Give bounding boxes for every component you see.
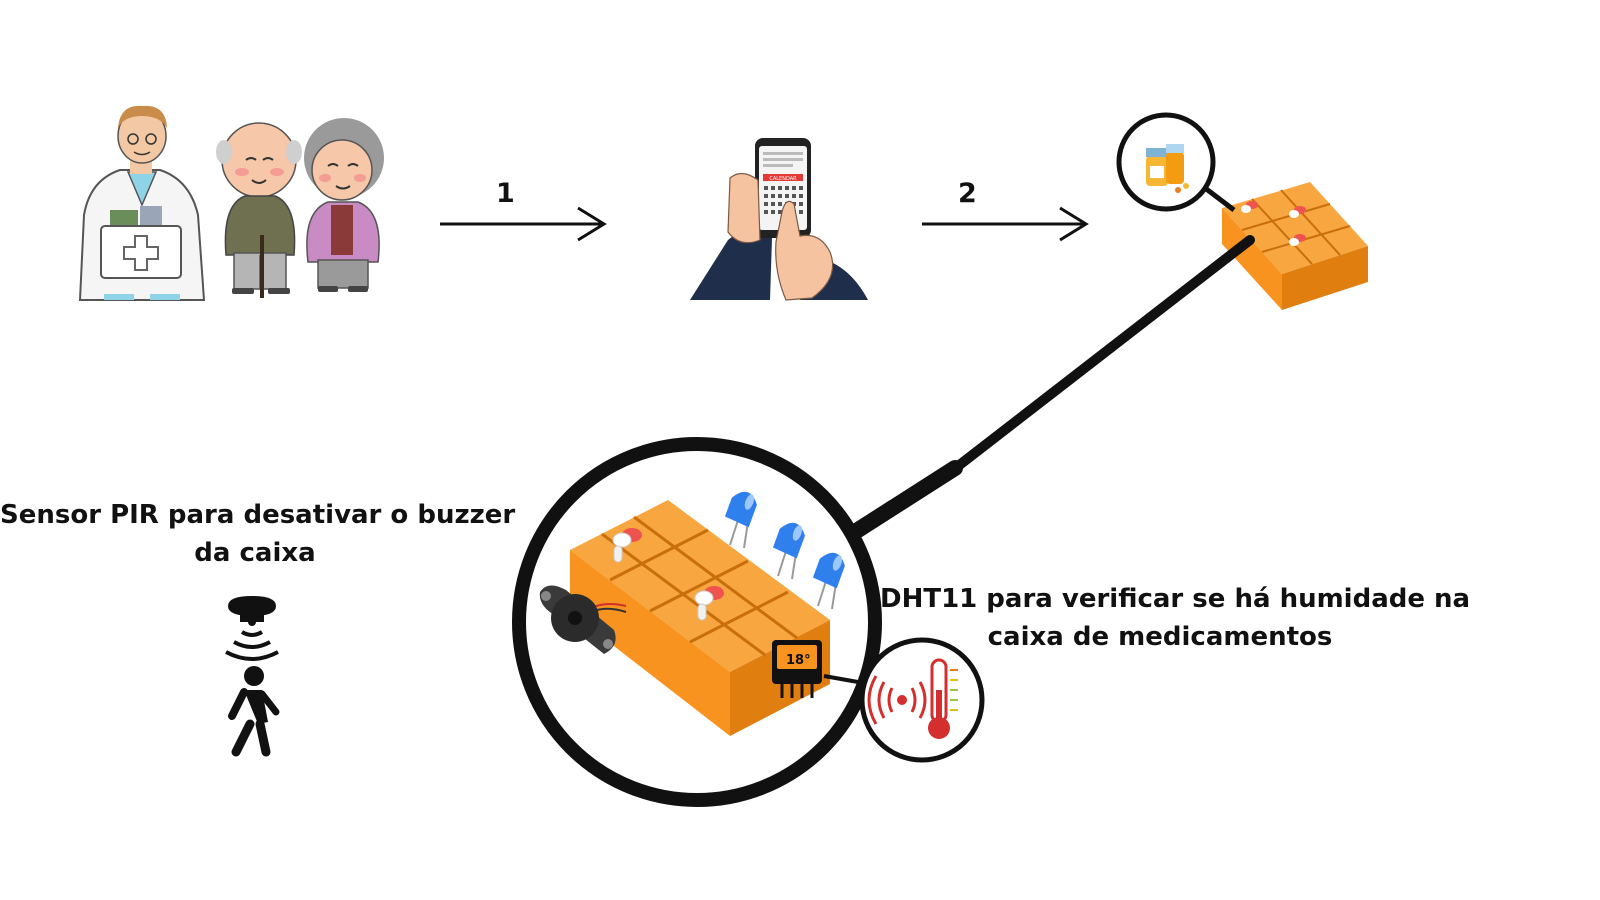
dht11-caption: DHT11 para verificar se há humidade na c…	[880, 580, 1471, 656]
pir-sensor-caption: Sensor PIR para desativar o buzzer da ca…	[0, 496, 516, 572]
medicine-bottles-icon	[1116, 112, 1216, 212]
elderly-woman-figure	[304, 118, 384, 292]
phone-screen-header: CALENDAR	[769, 176, 797, 182]
pill-icon	[694, 586, 724, 621]
signal-waves-icon	[867, 675, 927, 725]
dht-connector-line	[823, 674, 859, 684]
sensor-readout: 18°	[786, 653, 811, 668]
pir-motion-sensor-icon	[225, 596, 279, 661]
medicine-loupe-handle	[1203, 186, 1236, 212]
flow-arrow-2	[922, 206, 1089, 242]
thermometer-icon	[859, 637, 985, 763]
pir-caption-line-2: da caixa	[194, 538, 316, 568]
dht-caption-line-2: caixa de medicamentos	[987, 622, 1333, 652]
pillbox-icon	[1222, 182, 1368, 310]
pill-icon	[612, 528, 642, 563]
flow-arrow-1	[440, 206, 607, 242]
pir-caption-line-1: Sensor PIR para desativar o buzzer	[0, 500, 516, 530]
step-number-2: 2	[958, 178, 977, 209]
step-number-1: 1	[496, 178, 515, 209]
pillbox-detail	[570, 500, 830, 736]
elderly-man-figure	[216, 122, 302, 298]
doctor-and-elderly-couple-icon	[78, 105, 384, 301]
walking-person-icon	[228, 666, 280, 757]
blue-led-icon	[772, 522, 805, 580]
buzzer-icon	[539, 585, 627, 654]
blue-led-icon	[724, 491, 757, 549]
smartphone-calendar-icon: CALENDAR	[690, 138, 868, 301]
dht11-sensor-icon: 18°	[772, 640, 822, 698]
magnifier-handle	[850, 235, 1255, 538]
doctor-figure	[78, 105, 206, 301]
blue-led-icon	[812, 552, 845, 610]
dht-caption-line-1: DHT11 para verificar se há humidade na	[880, 584, 1471, 614]
